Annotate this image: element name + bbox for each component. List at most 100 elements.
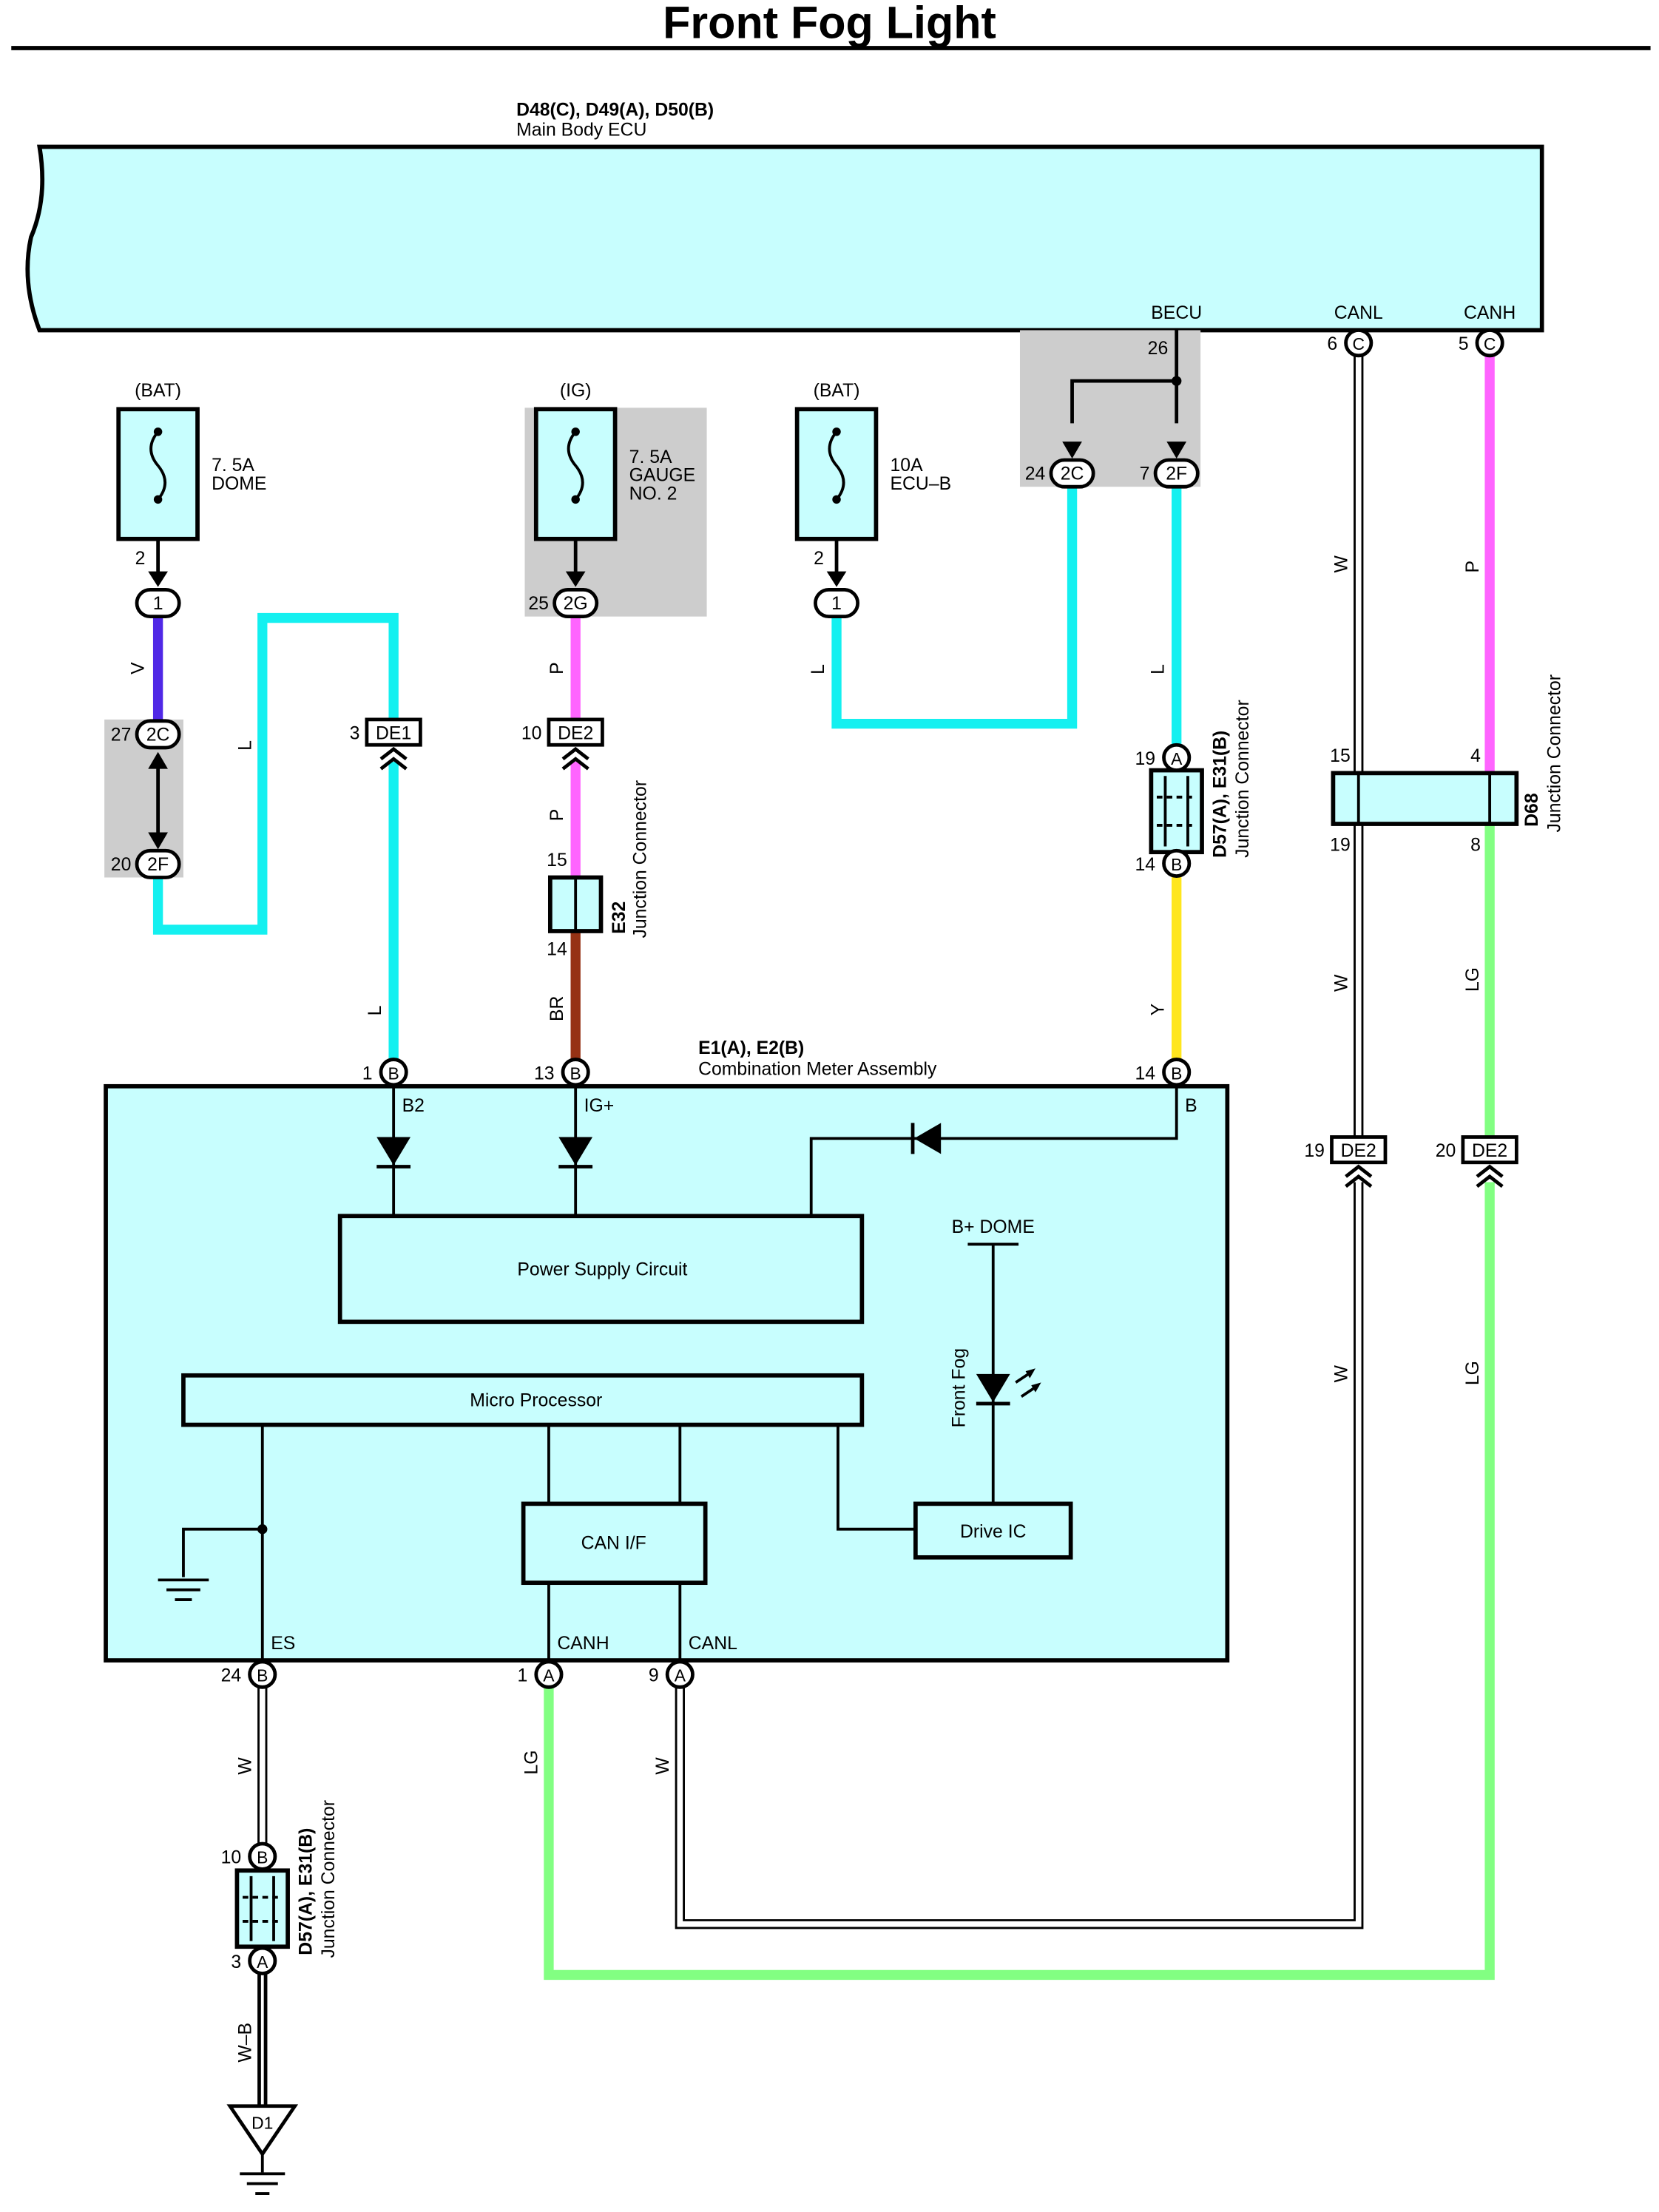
conn-2f-left: 2F bbox=[135, 848, 181, 879]
wc-br: BR bbox=[547, 996, 567, 1021]
wire-w-canl-3i bbox=[677, 1182, 1362, 1927]
pin-26: 26 bbox=[1148, 339, 1169, 359]
pin-3: 3 bbox=[350, 724, 360, 744]
canif-label: CAN I/F bbox=[581, 1533, 646, 1553]
svg-text:2C: 2C bbox=[146, 726, 170, 745]
svg-text:2C: 2C bbox=[1061, 464, 1084, 484]
pin-8-d68: 8 bbox=[1470, 835, 1481, 855]
pin-4-d68: 4 bbox=[1470, 746, 1481, 766]
ecu-pin-canl: CANL bbox=[1334, 303, 1383, 323]
conn-de2-canh: DE2 bbox=[1461, 1135, 1518, 1186]
svg-text:C: C bbox=[1484, 334, 1496, 354]
wire-lg-canh-2 bbox=[544, 1182, 1495, 1981]
meter-name: Combination Meter Assembly bbox=[698, 1060, 937, 1080]
becu-split-line bbox=[1070, 330, 1179, 424]
fuse-dome-rating: 7. 5A bbox=[212, 456, 254, 476]
d57-label-upper: Junction Connector bbox=[1233, 700, 1253, 858]
wc-p-1: P bbox=[547, 662, 567, 674]
junction-d68 bbox=[1331, 771, 1519, 826]
pin-10-gauge: 10 bbox=[521, 724, 542, 744]
fuse-gauge-name1: GAUGE bbox=[629, 466, 696, 486]
d57-label-lower: Junction Connector bbox=[319, 1800, 339, 1958]
fuse-dome: (BAT) 7. 5A DOME bbox=[116, 381, 266, 584]
conn-1-dome: 1 bbox=[135, 588, 181, 619]
conn-b-1: B bbox=[379, 1058, 408, 1087]
meter-pin-canl: CANL bbox=[689, 1634, 737, 1654]
fuse-dome-name: DOME bbox=[212, 474, 266, 494]
d57-code-upper: D57(A), E31(B) bbox=[1210, 731, 1230, 858]
wc-lg-3: LG bbox=[522, 1751, 542, 1775]
conn-b-14: B bbox=[1162, 848, 1192, 878]
conn-de2-gauge: DE2 bbox=[547, 717, 604, 769]
conn-a-9: A bbox=[665, 1660, 695, 1689]
ground-d1-icon: D1 bbox=[226, 2104, 299, 2195]
svg-text:B: B bbox=[257, 1848, 268, 1867]
conn-de1: DE1 bbox=[365, 717, 422, 769]
pin-19-d57: 19 bbox=[1135, 749, 1156, 769]
conn-a-1: A bbox=[534, 1660, 564, 1689]
conn-b-14-meter: B bbox=[1162, 1058, 1192, 1087]
fuse-dome-supply: (BAT) bbox=[135, 381, 181, 401]
fuse-gauge-supply: (IG) bbox=[560, 381, 592, 401]
pin-20-left: 20 bbox=[111, 855, 132, 875]
d68-code: D68 bbox=[1522, 793, 1542, 827]
svg-text:A: A bbox=[257, 1952, 268, 1972]
conn-c-6: C bbox=[1344, 328, 1374, 358]
fuse-ecub-name: ECU–B bbox=[891, 474, 952, 494]
e32-code: E32 bbox=[609, 902, 629, 934]
wc-w-2: W bbox=[1331, 974, 1351, 992]
svg-text:B: B bbox=[570, 1063, 581, 1083]
svg-text:DE2: DE2 bbox=[1472, 1141, 1507, 1161]
conn-2f-becu: 2F bbox=[1153, 458, 1200, 489]
pin-9: 9 bbox=[649, 1666, 659, 1686]
meter-pin-canh: CANH bbox=[557, 1634, 609, 1654]
int-gnd bbox=[182, 1527, 263, 1577]
diode-b2 bbox=[376, 1137, 411, 1166]
arrow-ecub bbox=[826, 571, 847, 587]
pin-20-de2: 20 bbox=[1436, 1141, 1456, 1161]
wc-y: Y bbox=[1149, 1004, 1169, 1016]
svg-text:2G: 2G bbox=[564, 594, 588, 614]
pin-15-e32: 15 bbox=[547, 850, 567, 870]
wc-v: V bbox=[129, 662, 149, 674]
wire-l-ecub bbox=[831, 484, 1078, 729]
ecu-codes: D48(C), D49(A), D50(B) bbox=[516, 101, 714, 121]
pin-27: 27 bbox=[111, 726, 132, 745]
wc-w-5: W bbox=[653, 1757, 673, 1775]
svg-text:B: B bbox=[257, 1666, 268, 1685]
pin-13: 13 bbox=[534, 1063, 555, 1083]
pin-24-becu: 24 bbox=[1025, 464, 1046, 484]
arrow-2f-down bbox=[148, 832, 168, 850]
meter-pin-igplus: IG+ bbox=[584, 1096, 615, 1116]
wc-lg-1: LG bbox=[1463, 967, 1483, 992]
conn-a-3: A bbox=[248, 1946, 277, 1975]
ground-icon bbox=[158, 1578, 209, 1601]
conn-b-13: B bbox=[561, 1058, 590, 1087]
conn-c-5: C bbox=[1475, 328, 1504, 358]
pin-3-d57: 3 bbox=[231, 1952, 241, 1972]
fuse-ecub: (BAT) 10A ECU–B bbox=[794, 381, 952, 584]
conn-2g-gauge: 2G bbox=[553, 588, 599, 619]
meter-pin-es: ES bbox=[271, 1634, 295, 1654]
arrow-dome bbox=[148, 571, 168, 587]
int-driveic bbox=[837, 1424, 916, 1531]
wc-lg-2: LG bbox=[1463, 1361, 1483, 1385]
svg-text:D1: D1 bbox=[251, 2113, 273, 2132]
wc-p-2: P bbox=[547, 809, 567, 822]
wc-w-3: W bbox=[1331, 1364, 1351, 1382]
svg-text:A: A bbox=[543, 1666, 555, 1685]
pin-25: 25 bbox=[528, 594, 549, 614]
svg-text:DE2: DE2 bbox=[1341, 1141, 1376, 1161]
wc-w-1: W bbox=[1331, 555, 1351, 573]
conn-a-19: A bbox=[1162, 743, 1192, 772]
svg-text:A: A bbox=[675, 1666, 686, 1685]
svg-text:DE2: DE2 bbox=[558, 724, 593, 744]
conn-b-10: B bbox=[248, 1841, 277, 1871]
pin-10-d57: 10 bbox=[221, 1848, 242, 1868]
pin-24-meter: 24 bbox=[221, 1666, 242, 1686]
frontfog-label: Front Fog bbox=[950, 1348, 970, 1427]
arrow-2f-becu bbox=[1166, 442, 1187, 459]
wc-l-4: L bbox=[1149, 664, 1169, 674]
gnd-node bbox=[257, 1524, 268, 1535]
